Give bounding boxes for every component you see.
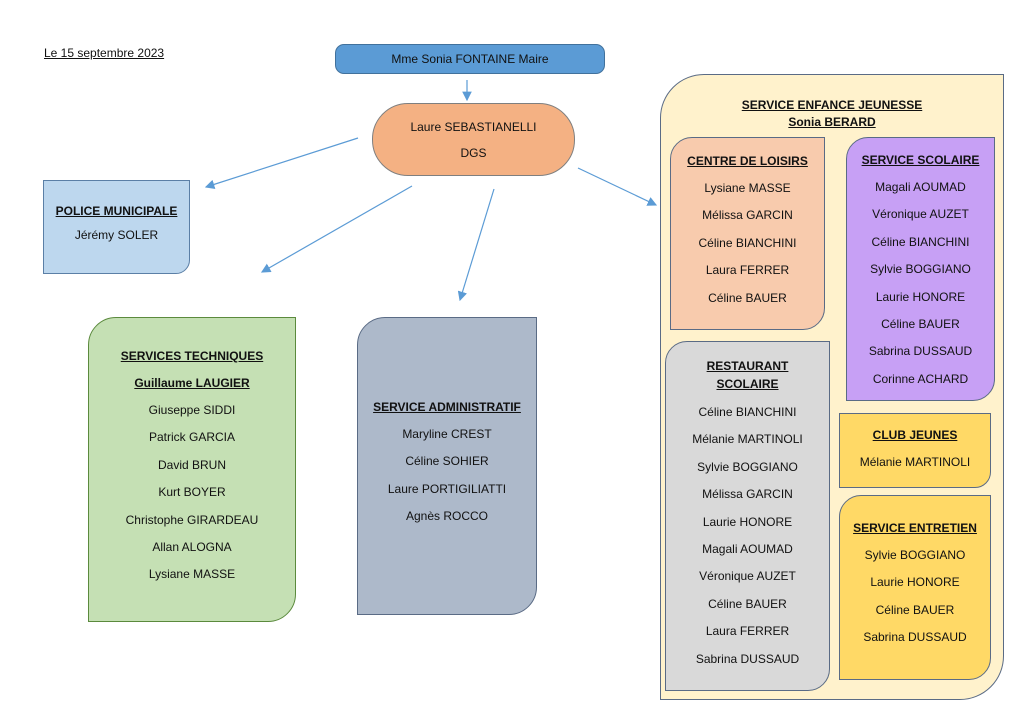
technique-member: Patrick GARCIA — [148, 430, 235, 445]
scolaire-member: Corinne ACHARD — [872, 371, 969, 386]
technique-member: Allan ALOGNA — [152, 540, 232, 555]
scolaire-member: Sabrina DUSSAUD — [868, 344, 973, 359]
technique-member: Lysiane MASSE — [148, 567, 236, 582]
admin-member: Laure PORTIGILIATTI — [387, 481, 507, 496]
admin-member: Céline SOHIER — [405, 454, 489, 469]
entretien-member: Sabrina DUSSAUD — [863, 630, 967, 645]
scolaire-member: Magali AOUMAD — [875, 180, 966, 194]
centre-member: Lysiane MASSE — [704, 181, 791, 195]
restaurant-member: Laurie HONORE — [702, 514, 793, 529]
mayor-box: Mme Sonia FONTAINE Maire — [335, 44, 605, 74]
centre-title: CENTRE DE LOISIRS — [687, 154, 808, 168]
restaurant-header: RESTAURANT SCOLAIRE — [707, 357, 789, 393]
service-administratif-box: SERVICE ADMINISTRATIF Maryline CREST Cél… — [357, 317, 537, 615]
entretien-title: SERVICE ENTRETIEN — [853, 521, 977, 535]
technique-title: SERVICES TECHNIQUES — [120, 349, 264, 363]
arrow-dgs-enfance — [577, 167, 658, 206]
club-member: Mélanie MARTINOLI — [859, 455, 971, 469]
restaurant-member: Laura FERRER — [705, 624, 790, 639]
technique-member: Giuseppe SIDDI — [148, 403, 236, 417]
restaurant-member: Céline BAUER — [708, 596, 787, 611]
centre-de-loisirs-box: CENTRE DE LOISIRS Lysiane MASSE Mélissa … — [670, 137, 825, 330]
restaurant-member: Céline BIANCHINI — [698, 405, 797, 419]
centre-member: Céline BIANCHINI — [698, 235, 797, 250]
technique-member: Kurt BOYER — [158, 485, 226, 500]
scolaire-member: Sylvie BOGGIANO — [870, 262, 971, 277]
restaurant-member: Sylvie BOGGIANO — [697, 459, 798, 474]
police-member: Jérémy SOLER — [74, 228, 159, 242]
scolaire-member: Laurie HONORE — [875, 289, 966, 304]
technique-member: Christophe GIRARDEAU — [125, 512, 259, 527]
dgs-role: DGS — [460, 145, 487, 160]
enfance-chief: Sonia BERARD — [788, 115, 876, 129]
entretien-member: Sylvie BOGGIANO — [864, 548, 966, 562]
police-title: POLICE MUNICIPALE — [55, 204, 178, 218]
restaurant-scolaire-box: RESTAURANT SCOLAIRE Céline BIANCHINI Mél… — [665, 341, 830, 691]
technique-member: David BRUN — [157, 457, 226, 472]
entretien-member: Céline BAUER — [875, 602, 955, 617]
restaurant-member: Mélissa GARCIN — [702, 487, 793, 502]
club-title: CLUB JEUNES — [872, 428, 958, 442]
arrow-dgs-admin — [457, 188, 495, 302]
club-jeunes-box: CLUB JEUNES Mélanie MARTINOLI — [839, 413, 991, 488]
admin-member: Agnès ROCCO — [405, 509, 489, 524]
restaurant-title-line2: SCOLAIRE — [716, 377, 779, 391]
restaurant-member: Mélanie MARTINOLI — [692, 432, 803, 447]
dgs-box: Laure SEBASTIANELLI DGS — [372, 103, 575, 176]
technique-chief: Guillaume LAUGIER — [134, 376, 250, 390]
scolaire-title: SERVICE SCOLAIRE — [861, 153, 980, 167]
enfance-header: SERVICE ENFANCE JEUNESSE Sonia BERARD — [660, 97, 1004, 131]
scolaire-member: Céline BAUER — [881, 317, 960, 332]
centre-member: Céline BAUER — [708, 290, 787, 305]
admin-title: SERVICE ADMINISTRATIF — [373, 400, 521, 414]
mayor-name: Mme Sonia FONTAINE Maire — [391, 52, 549, 66]
restaurant-title-line1: RESTAURANT — [706, 359, 789, 373]
service-scolaire-box: SERVICE SCOLAIRE Magali AOUMAD Véronique… — [846, 137, 995, 401]
document-date: Le 15 septembre 2023 — [44, 46, 165, 60]
admin-member: Maryline CREST — [402, 427, 492, 441]
arrow-dgs-technique — [260, 185, 413, 273]
scolaire-member: Céline BIANCHINI — [871, 234, 970, 249]
centre-member: Mélissa GARCIN — [702, 208, 793, 223]
dgs-name: Laure SEBASTIANELLI — [410, 119, 537, 134]
arrow-dgs-police — [204, 137, 359, 189]
centre-member: Laura FERRER — [705, 263, 790, 278]
service-entretien-box: SERVICE ENTRETIEN Sylvie BOGGIANO Laurie… — [839, 495, 991, 680]
scolaire-member: Véronique AUZET — [872, 207, 969, 222]
police-municipale-box: POLICE MUNICIPALE Jérémy SOLER — [43, 180, 190, 274]
restaurant-member: Magali AOUMAD — [702, 542, 793, 557]
enfance-title: SERVICE ENFANCE JEUNESSE — [741, 98, 923, 112]
entretien-member: Laurie HONORE — [870, 575, 960, 590]
services-techniques-box: SERVICES TECHNIQUES Guillaume LAUGIER Gi… — [88, 317, 296, 622]
restaurant-member: Véronique AUZET — [699, 569, 796, 584]
restaurant-member: Sabrina DUSSAUD — [695, 651, 800, 666]
